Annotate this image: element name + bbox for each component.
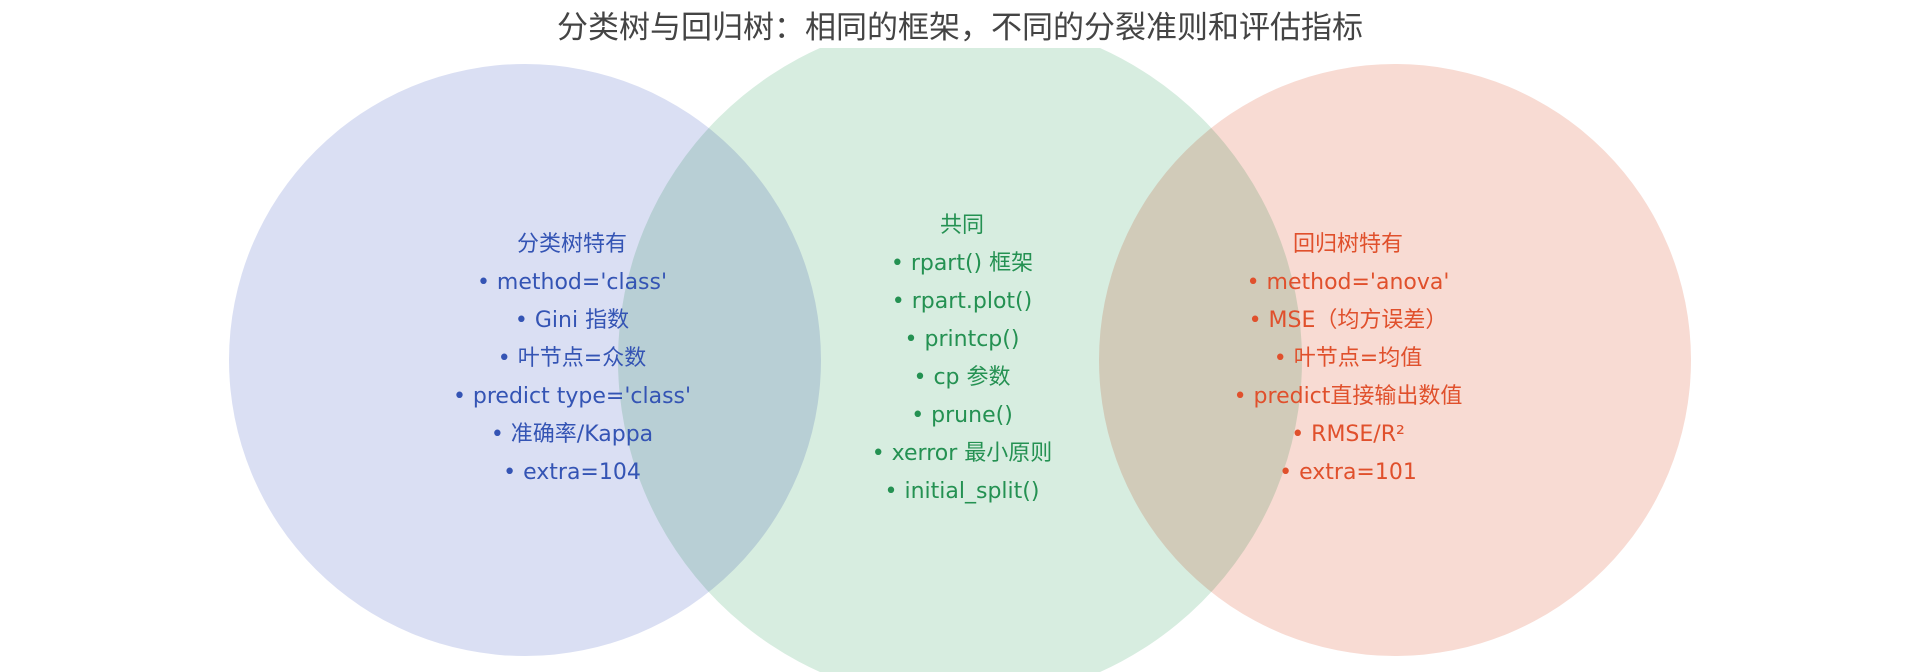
common-item: • printcp() [904, 327, 1020, 352]
classification-item: • 叶节点=众数 [497, 346, 647, 371]
classification-item: • extra=104 [503, 460, 641, 485]
common-item: • xerror 最小原则 [871, 441, 1053, 466]
common-group: 共同 • rpart() 框架 • rpart.plot() • printcp… [812, 207, 1112, 511]
classification-tree-group: 分类树特有 • method='class' • Gini 指数 • 叶节点=众… [422, 226, 722, 492]
regression-item: • MSE（均方误差） [1248, 308, 1448, 333]
regression-tree-heading: 回归树特有 [1292, 232, 1403, 257]
common-item: • prune() [911, 403, 1013, 428]
common-heading: 共同 [939, 213, 984, 238]
regression-item: • 叶节点=均值 [1273, 346, 1423, 371]
classification-item: • method='class' [476, 270, 668, 295]
regression-tree-group: 回归树特有 • method='anova' • MSE（均方误差） • 叶节点… [1198, 226, 1498, 492]
diagram-title: 分类树与回归树：相同的框架，不同的分裂准则和评估指标 [557, 10, 1363, 46]
common-item: • rpart() 框架 [890, 251, 1034, 276]
classification-item: • 准确率/Kappa [490, 422, 654, 447]
common-item: • cp 参数 [913, 365, 1011, 390]
classification-item: • Gini 指数 [514, 308, 630, 333]
common-item: • initial_split() [884, 479, 1040, 504]
classification-item: • predict type='class' [452, 384, 692, 409]
regression-item: • method='anova' [1246, 270, 1450, 295]
regression-tree-circle [1099, 64, 1691, 656]
common-item: • rpart.plot() [891, 289, 1033, 314]
common-circle [618, 48, 1302, 672]
classification-tree-heading: 分类树特有 [516, 232, 627, 257]
regression-item: • RMSE/R² [1291, 422, 1405, 447]
regression-item: • predict直接输出数值 [1233, 384, 1463, 409]
regression-item: • extra=101 [1279, 460, 1417, 485]
